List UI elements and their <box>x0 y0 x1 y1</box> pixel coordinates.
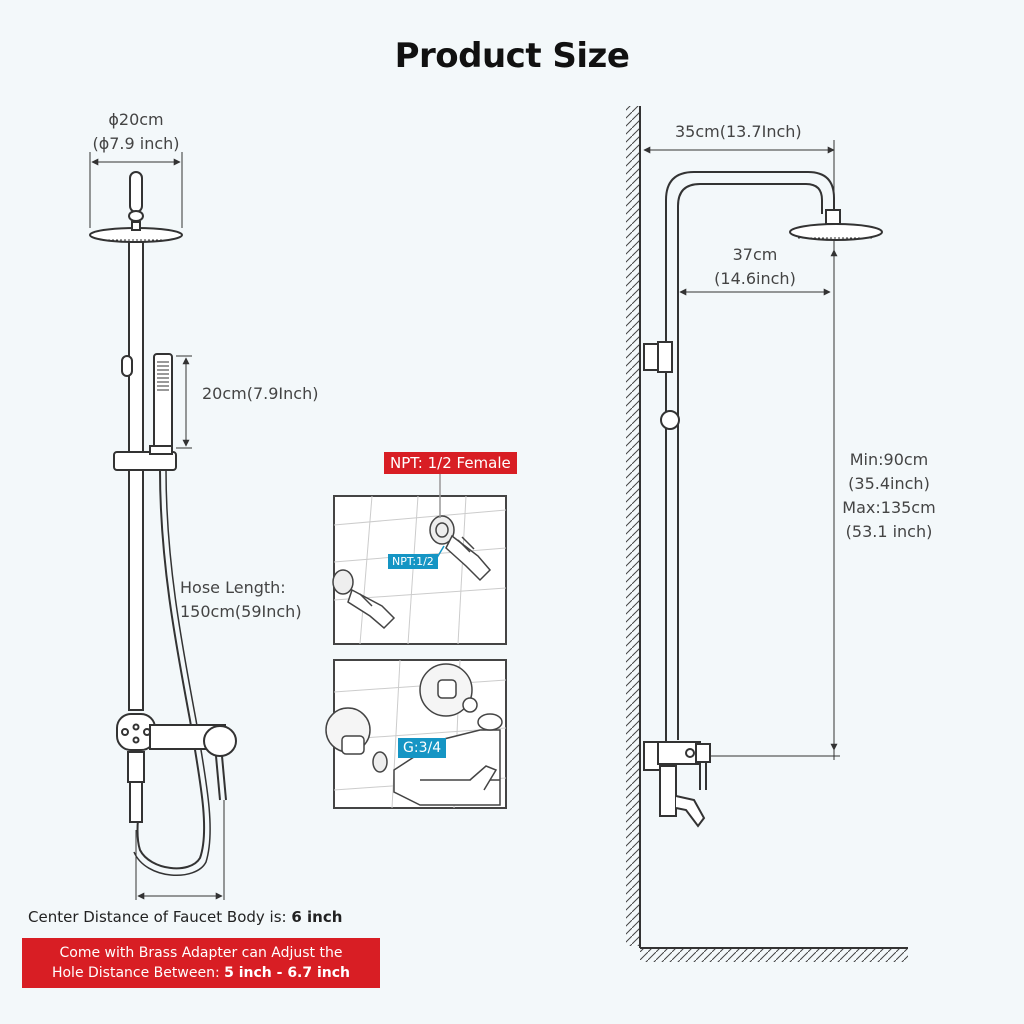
reach-cm-label: 37cm <box>732 245 778 264</box>
max-height-inch: (53.1 inch) <box>845 522 933 541</box>
adapter-line-2: Hole Distance Between: 5 inch - 6.7 inch <box>51 965 351 981</box>
head-diameter-cm: ϕ20cm <box>108 110 164 129</box>
min-height-cm: Min:90cm <box>849 450 929 469</box>
shower-hose <box>136 469 206 870</box>
npt-female-tag: NPT: 1/2 Female <box>384 452 517 474</box>
center-distance-value: 6 inch <box>291 908 343 926</box>
min-height-inch: (35.4inch) <box>848 474 930 493</box>
adapter-notice-banner: Come with Brass Adapter can Adjust the H… <box>22 938 380 988</box>
wall-hatch <box>626 106 640 946</box>
head-diameter-inch: (ϕ7.9 inch) <box>92 134 180 153</box>
g34-tag: G:3/4 <box>398 738 447 758</box>
reach-inch-label: (14.6inch) <box>714 269 796 288</box>
center-distance-text: Center Distance of Faucet Body is: <box>28 908 292 926</box>
holder-bracket <box>113 451 177 471</box>
right-rain-head <box>789 223 883 241</box>
hose-length-label: Hose Length: <box>180 578 286 597</box>
handheld-length-label: 20cm(7.9Inch) <box>202 384 319 403</box>
adapter-line-1: Come with Brass Adapter can Adjust the <box>59 945 343 961</box>
center-distance-note: Center Distance of Faucet Body is: 6 inc… <box>28 908 342 926</box>
arm-length-label: 35cm(13.7Inch) <box>675 122 802 141</box>
tub-spout <box>675 795 706 828</box>
hose-length-value: 150cm(59Inch) <box>180 602 302 621</box>
max-height-cm: Max:135cm <box>842 498 936 517</box>
floor-hatch <box>640 948 908 962</box>
right-riser-pipe <box>665 171 835 760</box>
page-title: Product Size <box>394 36 630 76</box>
npt-half-tag: NPT:1/2 <box>388 554 438 569</box>
